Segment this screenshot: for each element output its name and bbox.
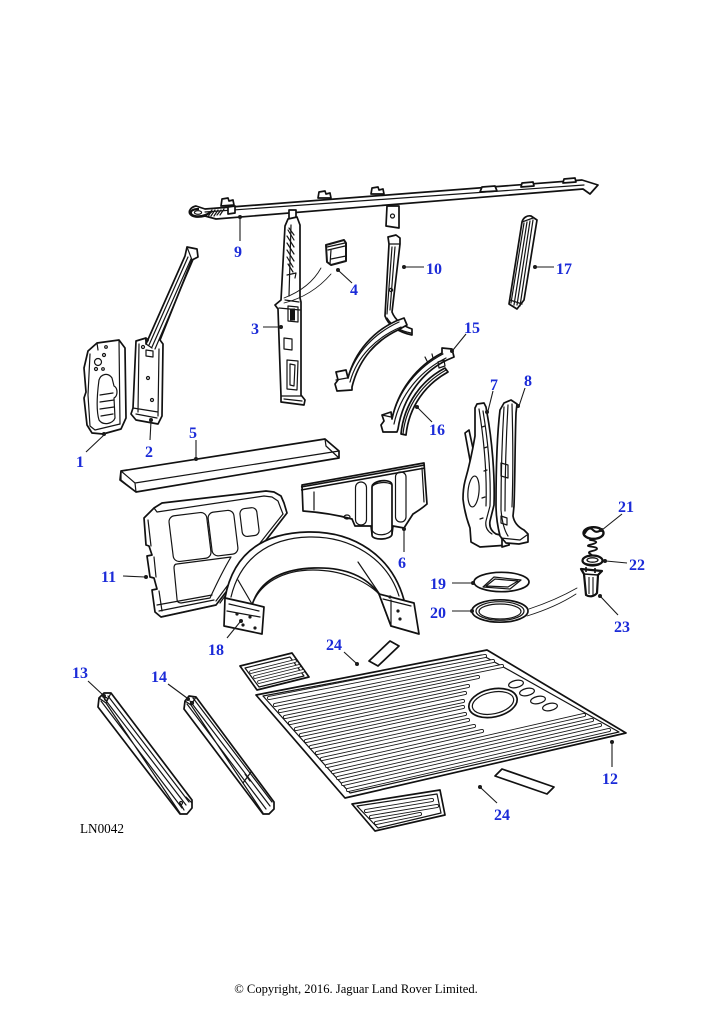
svg-text:1: 1 [76, 454, 84, 471]
svg-text:15: 15 [464, 320, 480, 337]
svg-text:17: 17 [556, 261, 572, 278]
svg-text:4: 4 [350, 282, 358, 299]
svg-text:12: 12 [602, 771, 618, 788]
svg-text:3: 3 [251, 321, 259, 338]
svg-text:14: 14 [151, 669, 167, 686]
svg-text:20: 20 [430, 605, 446, 622]
svg-text:18: 18 [208, 642, 224, 659]
svg-text:24: 24 [326, 637, 342, 654]
svg-text:2: 2 [145, 444, 153, 461]
svg-text:7: 7 [490, 377, 498, 394]
svg-text:24: 24 [494, 807, 510, 824]
svg-text:23: 23 [614, 619, 630, 636]
svg-text:LN0042: LN0042 [80, 821, 124, 836]
svg-text:16: 16 [429, 422, 445, 439]
svg-text:10: 10 [426, 261, 442, 278]
svg-text:9: 9 [234, 244, 242, 261]
svg-text:22: 22 [629, 557, 645, 574]
svg-text:8: 8 [524, 373, 532, 390]
svg-text:6: 6 [398, 555, 406, 572]
svg-text:11: 11 [101, 569, 116, 586]
svg-text:© Copyright, 2016. Jaguar Land: © Copyright, 2016. Jaguar Land Rover Lim… [234, 982, 478, 996]
svg-text:13: 13 [72, 665, 88, 682]
svg-text:5: 5 [189, 425, 197, 442]
svg-text:19: 19 [430, 576, 446, 593]
svg-text:21: 21 [618, 499, 634, 516]
